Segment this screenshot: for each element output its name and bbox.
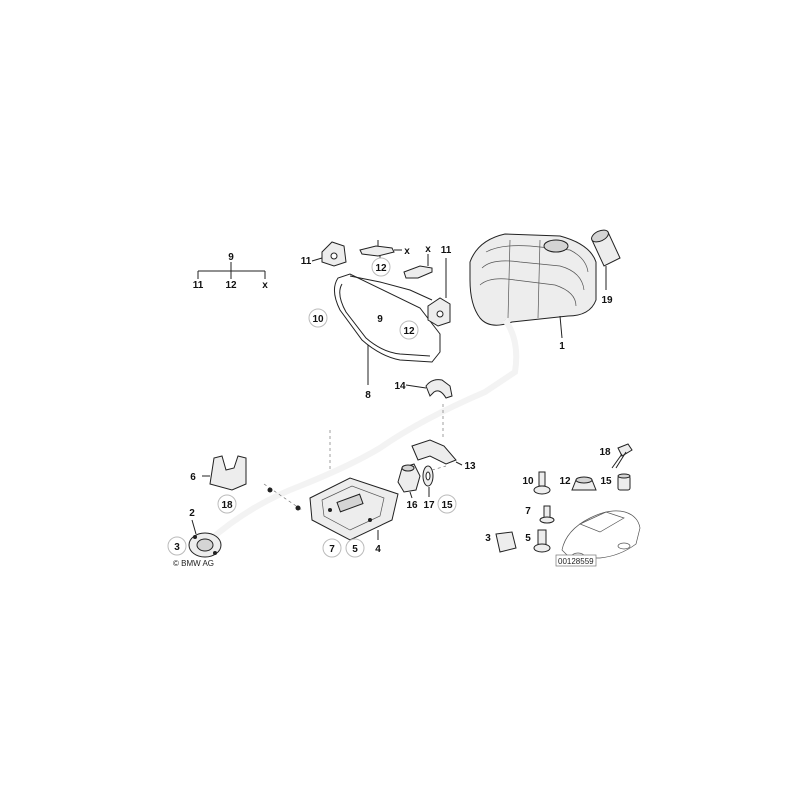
callout-11-left: 11 bbox=[301, 256, 312, 267]
callout-10-bracket: 10 bbox=[312, 314, 324, 325]
callout-8: 8 bbox=[365, 390, 371, 401]
bracket-assembly: 8 9 10 12 bbox=[308, 273, 441, 401]
rubber-mount-left: 11 bbox=[301, 241, 347, 267]
tailpipe-tip: 19 bbox=[591, 229, 621, 306]
rubber-buffer: 16 bbox=[397, 463, 421, 511]
washer: 17 bbox=[422, 465, 435, 511]
rubber-3 bbox=[495, 531, 517, 553]
callout-12-inset: 12 bbox=[559, 476, 571, 487]
callout-7-lower: 7 bbox=[329, 544, 335, 555]
callout-11-right: 11 bbox=[441, 245, 452, 256]
legend-label-9: 9 bbox=[228, 252, 234, 263]
callout-12-top: 12 bbox=[375, 263, 387, 274]
diagram-number: 00128559 bbox=[558, 557, 594, 566]
callout-16: 16 bbox=[406, 500, 418, 511]
callout-15-inset: 15 bbox=[600, 476, 612, 487]
callout-2: 2 bbox=[189, 508, 195, 519]
callout-x-top2: x bbox=[425, 244, 431, 255]
callout-5-inset: 5 bbox=[525, 533, 531, 544]
heat-shield-plate: 4 7 5 bbox=[309, 477, 399, 558]
callout-6: 6 bbox=[190, 472, 196, 483]
car-silhouette bbox=[561, 510, 641, 560]
flange-labels: 2 3 bbox=[167, 508, 197, 556]
bolt-5 bbox=[533, 529, 551, 553]
callout-12-bracket: 12 bbox=[403, 326, 415, 337]
callout-5-lower: 5 bbox=[352, 544, 358, 555]
legend-label-x: x bbox=[262, 280, 268, 291]
legend-label-11: 11 bbox=[193, 280, 204, 291]
callout-1: 1 bbox=[559, 341, 565, 352]
pipe-clamp: 14 bbox=[394, 379, 453, 399]
grommet-12 bbox=[571, 476, 597, 491]
callout-13: 13 bbox=[464, 461, 476, 472]
callout-7-inset: 7 bbox=[525, 506, 531, 517]
small-bracket-top: x 12 bbox=[359, 240, 410, 277]
callout-18-pipe: 18 bbox=[221, 500, 233, 511]
rear-muffler: 1 bbox=[469, 233, 597, 352]
legend-label-12: 12 bbox=[225, 280, 237, 291]
callout-x-top1: x bbox=[404, 246, 410, 257]
callout-9: 9 bbox=[377, 314, 383, 325]
callout-3-inset: 3 bbox=[485, 533, 491, 544]
copyright: © BMW AG bbox=[173, 559, 214, 568]
small-bracket-mid: x bbox=[403, 244, 433, 279]
bolt-7 bbox=[539, 505, 555, 524]
bolt-10 bbox=[533, 471, 551, 495]
callout-19: 19 bbox=[601, 295, 613, 306]
pipe-bolts: 18 bbox=[217, 430, 331, 514]
callout-14: 14 bbox=[394, 381, 406, 392]
front-mount: 6 bbox=[190, 455, 247, 491]
callout-3-left: 3 bbox=[174, 542, 180, 553]
nut-15: 15 bbox=[431, 465, 457, 514]
callout-18-inset: 18 bbox=[599, 447, 611, 458]
callout-17: 17 bbox=[423, 500, 435, 511]
hardware-inset: 18 10 12 15 7 3 bbox=[485, 443, 641, 567]
callout-10-inset: 10 bbox=[522, 476, 534, 487]
legend-tree: 9 11 12 x bbox=[193, 252, 269, 291]
bolt-18 bbox=[611, 443, 633, 469]
hanger-bracket-13: 13 bbox=[411, 404, 476, 472]
exhaust-pipe bbox=[188, 318, 520, 558]
callout-15-lower: 15 bbox=[441, 500, 453, 511]
callout-4: 4 bbox=[375, 544, 381, 555]
nut-15-inset bbox=[617, 473, 631, 491]
rubber-mount-right: 11 bbox=[427, 245, 452, 327]
